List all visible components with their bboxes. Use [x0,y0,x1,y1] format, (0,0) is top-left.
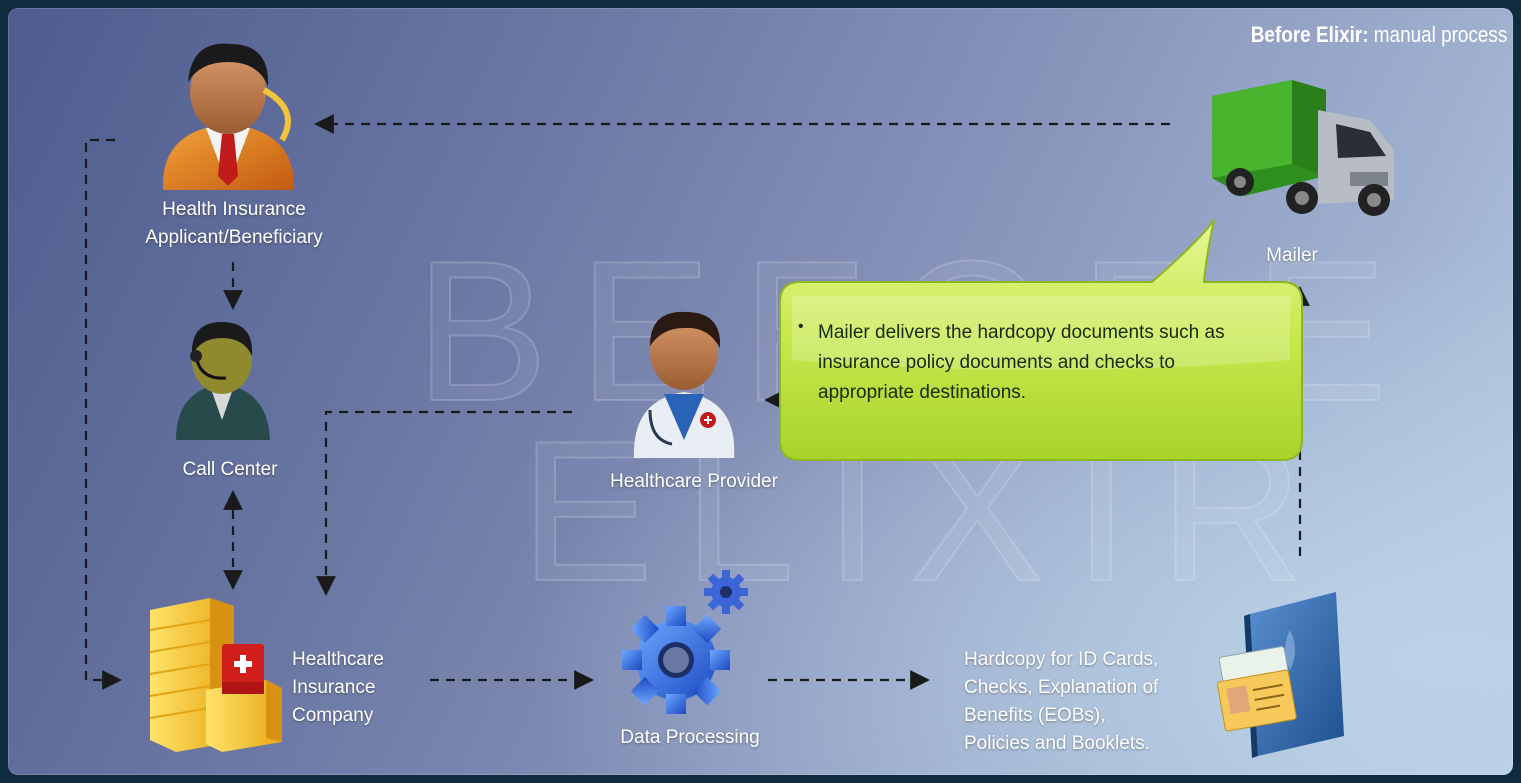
hardcopy-documents-icon [1217,592,1344,758]
hardcopy-label-line-2: Checks, Explanation of [964,677,1159,698]
arrow-insurer-to-applicant-loop [84,138,122,690]
healthcare-provider-label: Healthcare Provider [610,471,778,492]
diagram-title: Before Elixir: manual process [1250,22,1507,48]
top-bar [0,0,1521,8]
hardcopy-label-line-4: Policies and Booklets. [964,733,1150,754]
callout-bullet: • [798,318,804,335]
healthcare-provider-icon [633,311,735,458]
applicant-label-line-2: Applicant/Beneficiary [145,227,323,248]
mailer-truck-icon [1212,80,1394,216]
call-center-label: Call Center [182,459,278,480]
title-rest: manual process [1368,22,1507,47]
mailer-label: Mailer [1266,245,1318,266]
data-processing-label: Data Processing [620,727,760,748]
callout-text: Mailer delivers the hardcopy documents s… [818,322,1225,403]
insurance-company-label: Healthcare Insurance Company [292,646,384,730]
call-center-icon [176,322,270,440]
data-processing-gear-icon [622,570,748,714]
hardcopy-label-line-3: Benefits (EOBs), [964,705,1106,726]
applicant-label-line-1: Health Insurance [162,199,306,220]
title-bold: Before Elixir: [1250,22,1369,47]
insurance-company-icon [149,598,282,752]
insurer-label-line-3: Company [292,705,374,726]
insurer-label-line-1: Healthcare [292,649,384,670]
hardcopy-label: Hardcopy for ID Cards, Checks, Explanati… [964,646,1158,758]
callout-bubble [779,219,1303,461]
insurer-label-line-2: Insurance [292,677,376,698]
callout-text-block: • Mailer delivers the hardcopy documents… [798,318,1268,408]
applicant-icon [162,43,295,190]
hardcopy-label-line-1: Hardcopy for ID Cards, [964,649,1159,670]
applicant-label: Health Insurance Applicant/Beneficiary [145,196,322,252]
arrow-provider-to-insurer [316,410,572,596]
